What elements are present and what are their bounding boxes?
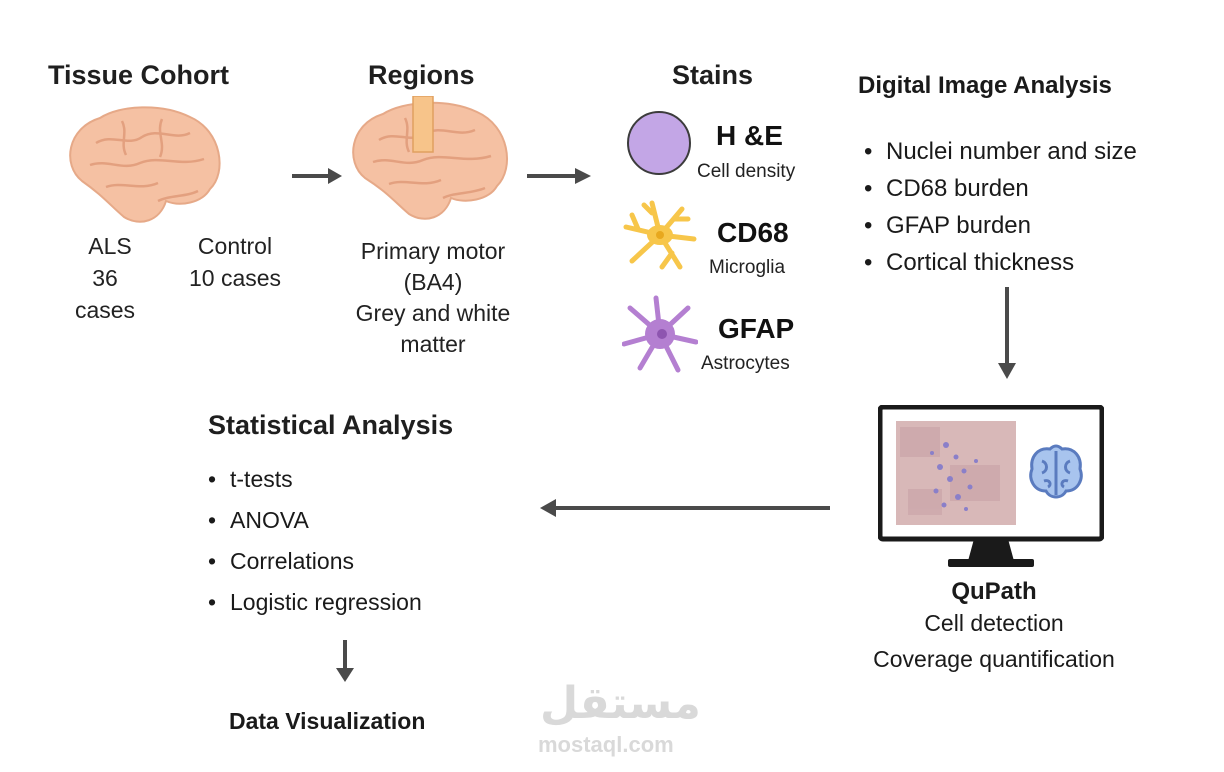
watermark-logo: مستقل	[540, 678, 701, 729]
monitor-icon	[878, 405, 1104, 567]
brain-region-icon	[352, 96, 509, 220]
stain-cd68-name: CD68	[717, 217, 789, 248]
digital-image-analysis-title: Digital Image Analysis	[858, 72, 1112, 99]
arrow-right-icon	[292, 168, 342, 184]
astrocyte-icon	[622, 295, 698, 373]
list-item: ANOVA	[204, 500, 422, 541]
region-highlight	[412, 96, 434, 153]
analysis-list: Nuclei number and size CD68 burden GFAP …	[860, 133, 1137, 281]
arrow-down-icon	[336, 640, 354, 682]
stains-title: Stains	[672, 60, 754, 90]
list-item: Nuclei number and size	[860, 133, 1137, 170]
list-item: Cortical thickness	[860, 244, 1137, 281]
arrow-down-icon	[998, 287, 1016, 379]
data-visualization-title: Data Visualization	[229, 708, 426, 734]
list-item: Correlations	[204, 541, 422, 582]
list-item: CD68 burden	[860, 170, 1137, 207]
list-item: t-tests	[204, 459, 422, 500]
group-als: ALS 36 cases	[74, 233, 136, 323]
region-description: Primary motor (BA4) Grey and white matte…	[355, 238, 511, 357]
statistics-list: t-tests ANOVA Correlations Logistic regr…	[204, 459, 422, 623]
stain-gfap-target: Astrocytes	[701, 353, 790, 374]
watermark-url: mostaql.com	[538, 732, 674, 757]
stain-he-target: Cell density	[697, 161, 796, 182]
arrow-left-icon	[540, 499, 830, 517]
microglia-icon	[623, 200, 697, 270]
group-control: Control 10 cases	[188, 233, 282, 291]
regions-title: Regions	[368, 60, 475, 90]
brain-icon	[69, 106, 221, 223]
statistical-analysis-title: Statistical Analysis	[208, 410, 454, 440]
qupath-description: Cell detection Coverage quantification	[873, 610, 1115, 672]
list-item: Logistic regression	[204, 582, 422, 623]
stain-cd68-target: Microglia	[709, 257, 786, 278]
stain-he-name: H &E	[716, 120, 783, 151]
stain-gfap-name: GFAP	[718, 313, 795, 344]
he-cell-icon	[627, 111, 691, 175]
arrow-right-icon	[527, 168, 591, 184]
tissue-cohort-title: Tissue Cohort	[48, 60, 230, 90]
list-item: GFAP burden	[860, 207, 1137, 244]
qupath-title: QuPath	[951, 578, 1037, 605]
